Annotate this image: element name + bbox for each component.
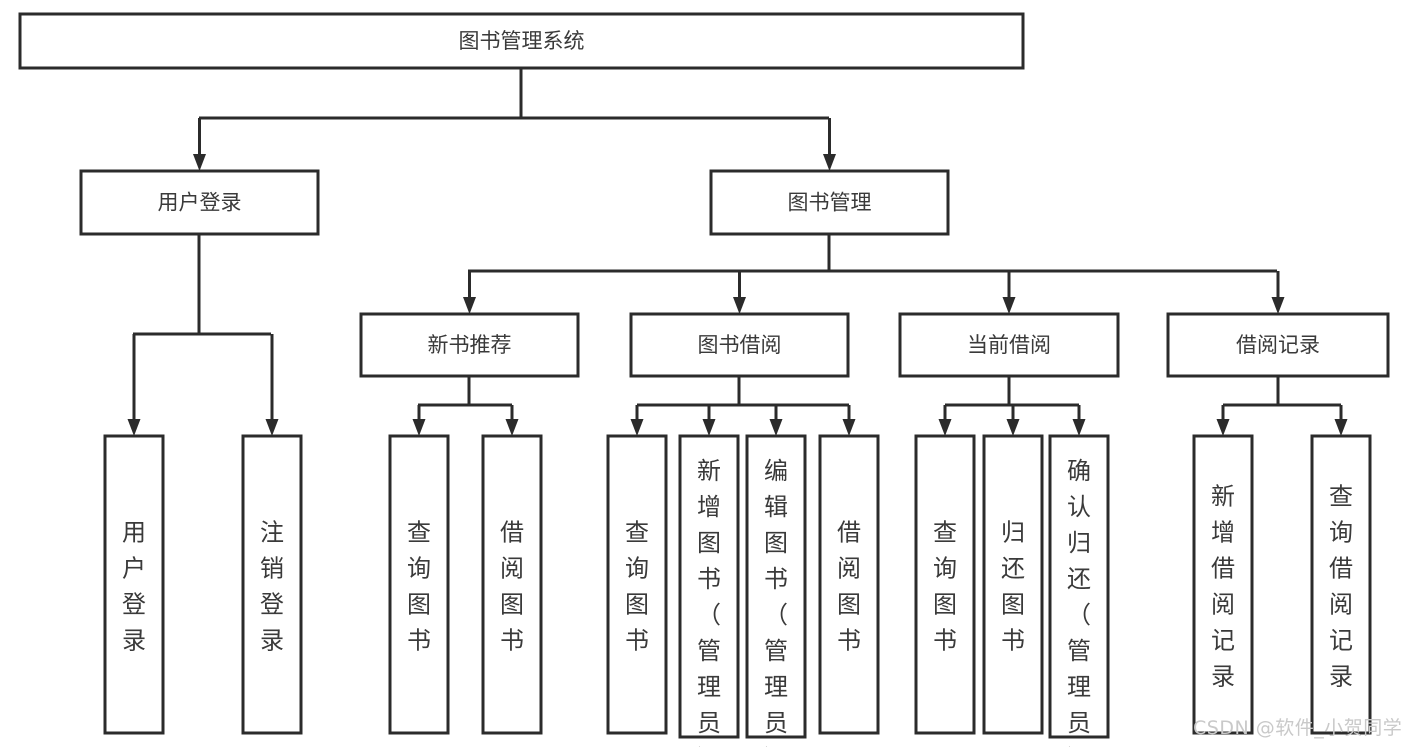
node-label: 用户登录 [158,191,242,215]
arrow-head-icon [702,419,716,436]
node-leaf-user-logout[interactable]: 注销登录 [241,434,303,735]
node-box [678,434,740,739]
arrow-head-icon [412,419,426,436]
connector-root-to-level2 [193,68,836,171]
node-user-login[interactable]: 用户登录 [79,169,320,236]
node-label: 图书管理 [788,191,872,215]
node-label: 图书借阅 [698,333,782,357]
arrow-head-icon [823,154,836,171]
node-borrow-record[interactable]: 借阅记录 [1166,312,1390,378]
connector-book-borrow-to-leaves [630,376,856,436]
node-box [629,312,850,378]
node-label: 借阅图书 [837,519,861,655]
node-label: 新增借阅记录 [1211,483,1235,691]
node-box [1048,434,1110,739]
node-box [982,434,1044,735]
arrow-head-icon [1072,419,1086,436]
node-label: 新书推荐 [428,333,512,357]
arrow-head-icon [842,419,856,436]
node-box [481,434,543,735]
node-label: 用户登录 [122,519,146,655]
node-label: 确认归还（管理员） [1067,457,1091,747]
node-box [79,169,320,236]
node-box [606,434,668,735]
node-current-borrow[interactable]: 当前借阅 [898,312,1120,378]
node-label: 借阅图书 [500,519,524,655]
node-book-borrow[interactable]: 图书借阅 [629,312,850,378]
arrow-head-icon [505,419,519,436]
node-box [388,434,450,735]
node-box [241,434,303,735]
node-label: 图书管理系统 [459,29,585,53]
node-label: 当前借阅 [967,333,1051,357]
node-leaf-query-record[interactable]: 查询借阅记录 [1310,434,1372,735]
arrow-head-icon [1216,419,1230,436]
connector-new-book-rec-to-leaves [412,376,519,436]
node-leaf-edit-book[interactable]: 编辑图书（管理员） [745,434,807,747]
node-label: 查询图书 [625,519,649,655]
node-leaf-add-book[interactable]: 新增图书（管理员） [678,434,740,747]
node-label: 查询借阅记录 [1329,483,1353,691]
node-root[interactable]: 图书管理系统 [18,12,1025,70]
node-box [103,434,165,735]
watermark-text: CSDN @软件_小贺同学 [1193,717,1403,739]
connector-current-borrow-to-leaves [938,376,1086,436]
node-box [818,434,880,735]
connector-borrow-record-to-leaves [1216,376,1348,436]
connectors-layer [127,68,1348,436]
node-label: 借阅记录 [1236,333,1320,357]
node-label: 查询图书 [407,519,431,655]
node-box [1166,312,1390,378]
node-leaf-user-login[interactable]: 用户登录 [103,434,165,735]
node-book-manage[interactable]: 图书管理 [709,169,950,236]
node-leaf-confirm-return[interactable]: 确认归还（管理员） [1048,434,1110,747]
node-leaf-borrow-book-1[interactable]: 借阅图书 [481,434,543,735]
node-label: 查询图书 [933,519,957,655]
arrow-head-icon [630,419,644,436]
arrow-head-icon [1271,297,1285,314]
arrow-head-icon [463,297,476,314]
arrow-head-icon [1334,419,1348,436]
node-box [18,12,1025,70]
node-label: 归还图书 [1001,519,1025,655]
node-box [709,169,950,236]
node-label: 新增图书（管理员） [697,457,721,747]
node-box [914,434,976,735]
node-box [745,434,807,739]
arrow-head-icon [265,419,279,436]
node-leaf-return-book[interactable]: 归还图书 [982,434,1044,735]
node-leaf-query-book-1[interactable]: 查询图书 [388,434,450,735]
node-leaf-add-record[interactable]: 新增借阅记录 [1192,434,1254,735]
node-box [898,312,1120,378]
node-label: 编辑图书（管理员） [764,457,788,747]
node-box [1192,434,1254,735]
node-leaf-borrow-book-2[interactable]: 借阅图书 [818,434,880,735]
arrow-head-icon [1006,419,1020,436]
arrow-head-icon [769,419,783,436]
node-leaf-query-book-3[interactable]: 查询图书 [914,434,976,735]
nodes-layer: 图书管理系统用户登录图书管理新书推荐图书借阅当前借阅借阅记录用户登录注销登录查询… [18,12,1390,747]
arrow-head-icon [1002,297,1016,314]
node-box [359,312,580,378]
arrow-head-icon [938,419,952,436]
node-box [1310,434,1372,735]
arrow-head-icon [127,419,141,436]
arrow-head-icon [193,154,206,171]
arrow-head-icon [733,297,746,314]
node-leaf-query-book-2[interactable]: 查询图书 [606,434,668,735]
node-label: 注销登录 [260,519,284,655]
connector-book-manage-to-level3 [463,234,1285,314]
connector-user-login-to-leaves [127,234,279,436]
node-new-book-rec[interactable]: 新书推荐 [359,312,580,378]
